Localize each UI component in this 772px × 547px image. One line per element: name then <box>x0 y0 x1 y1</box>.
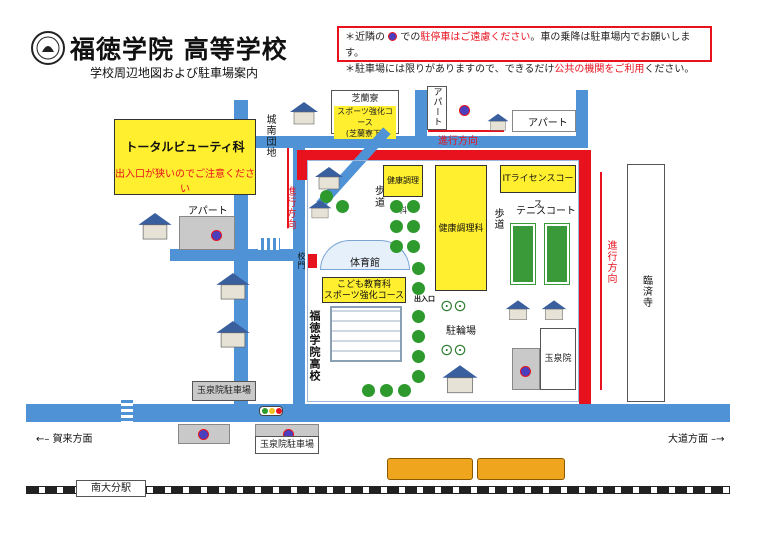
road-east-vertical <box>576 90 588 148</box>
tennis-court-1 <box>511 224 535 284</box>
apartment-ne-label: アパート <box>528 118 568 129</box>
route-red-top <box>297 150 591 160</box>
page-subtitle: 学校周辺地図および駐車場案内 <box>90 66 259 80</box>
bicycle-icons-top: ⊙⊙ <box>440 296 467 315</box>
crosswalk <box>258 238 280 250</box>
house-icon <box>290 102 318 125</box>
school-label: 福徳学院高校 <box>308 310 321 382</box>
house-icon <box>315 167 343 190</box>
house-icon <box>442 365 478 394</box>
campus-boundary <box>307 160 579 402</box>
tree <box>407 200 420 213</box>
health-room-box: 健康調理科 <box>383 165 423 215</box>
walkway-label: 歩道 <box>375 186 385 209</box>
bicycle-icons-bottom: ⊙⊙ <box>440 340 467 359</box>
crosswalk <box>121 400 133 424</box>
tree <box>407 240 420 253</box>
house-icon <box>487 113 509 131</box>
gyokusenin-parking-bottom: 玉泉院駐車場 <box>255 436 319 454</box>
tree <box>336 200 349 213</box>
beauty-course-box: トータルビューティ科 出入口が狭いのでご注意ください <box>114 119 256 195</box>
gym-label: 体育館 <box>350 258 380 269</box>
road-top-horizontal <box>230 136 580 148</box>
bicycle-parking-label: 駐輪場 <box>446 326 476 337</box>
direction-label-west: 進行方向 <box>284 186 295 230</box>
gyokusenin-parking-top: 玉泉院駐車場 <box>192 381 256 401</box>
tree <box>390 240 403 253</box>
right-direction-label: 大道方面 –→ <box>668 434 725 445</box>
josai-danchi-label: 城南団地 <box>264 114 275 158</box>
house-icon <box>216 272 250 300</box>
tree <box>412 282 425 295</box>
school-logo <box>31 31 65 65</box>
tree <box>412 310 425 323</box>
train <box>387 458 567 480</box>
tree <box>398 384 411 397</box>
direction-label-top: 進行方向 <box>438 136 478 147</box>
apartment-west <box>179 216 235 250</box>
health-building: 健康調理科 <box>435 165 487 291</box>
no-parking-marker-sw1 <box>198 429 209 440</box>
tennis-court-2 <box>545 224 569 284</box>
tree <box>380 384 393 397</box>
direction-label-east: 進行方向 <box>605 240 616 284</box>
house-icon <box>308 200 332 219</box>
no-parking-icon <box>388 32 398 41</box>
tree <box>412 350 425 363</box>
school-building <box>330 306 402 362</box>
apartment-west-label: アパート <box>188 206 228 217</box>
parking-notice: ＊近隣の での駐停車はご遠慮ください。車の乗降は駐車場内でお願いします。 ＊駐車… <box>337 26 712 75</box>
route-arrow-east <box>600 172 602 390</box>
kids-sports-box: こども教育科 スポーツ強化コース <box>322 277 406 303</box>
shiranryo-box: 芝蘭寮 スポーツ強化コース(芝蘭寮下) <box>331 90 399 139</box>
station-label: 南大分駅 <box>76 480 146 497</box>
house-icon <box>505 300 531 320</box>
route-red-east <box>579 150 591 404</box>
railway <box>26 486 730 494</box>
tree <box>390 220 403 233</box>
route-red-west <box>297 150 307 180</box>
tree <box>390 200 403 213</box>
tree <box>407 220 420 233</box>
left-direction-label: ←– 賀来方面 <box>36 434 93 445</box>
house-icon <box>216 320 250 348</box>
route-arrow-top <box>428 130 504 132</box>
apartment-north: アパート <box>427 86 447 130</box>
tree <box>412 330 425 343</box>
rinsaiji-box: 臨済寺 <box>627 164 665 402</box>
tree <box>362 384 375 397</box>
page-title: 福徳学院 高等学校 <box>70 35 288 64</box>
walkway-label-2: 歩道 <box>492 208 503 230</box>
tree <box>320 190 333 203</box>
road-north-vertical <box>415 90 427 148</box>
no-parking-marker-north <box>459 105 470 116</box>
house-icon <box>138 212 172 240</box>
it-license-box: ITライセンスコース <box>500 165 576 210</box>
tree <box>412 370 425 383</box>
no-parking-marker-east <box>520 366 531 377</box>
gate-marker <box>307 254 317 268</box>
house-icon <box>541 300 567 320</box>
entrance-label: 出入口 <box>414 295 435 303</box>
apartment-ne <box>512 110 576 132</box>
gate-label: 校門 <box>297 252 306 270</box>
road-main-horizontal <box>26 404 730 422</box>
no-parking-marker <box>211 230 222 241</box>
traffic-light <box>259 406 283 416</box>
tennis-court-label: テニスコート <box>516 206 576 217</box>
road-gate-vertical <box>293 250 305 298</box>
gyokusenin-box: 玉泉院 <box>540 328 576 390</box>
route-arrow-west <box>287 148 289 228</box>
tree <box>412 262 425 275</box>
